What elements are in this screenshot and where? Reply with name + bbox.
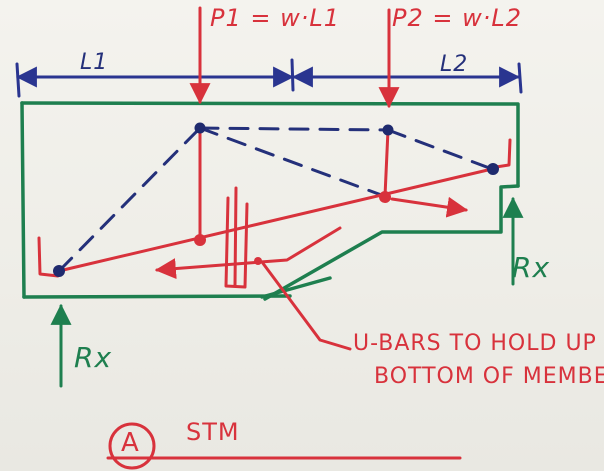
node-tie-left (194, 234, 206, 246)
node-tie-right (379, 191, 391, 203)
u-bar-outline (224, 196, 249, 289)
title-tag-circle (108, 422, 156, 470)
dimension-tick-left (15, 62, 21, 98)
anchor-hook-right (494, 138, 512, 169)
node-right-support (487, 163, 499, 175)
reactions (50, 196, 524, 388)
beam-bottom-stroke (260, 276, 332, 299)
beam-outline-bottom-edge (22, 294, 292, 299)
note-leader-line (260, 260, 352, 351)
node-top-right (382, 124, 394, 136)
strut-mid-diagonal (198, 126, 386, 198)
beam-outline-top-left-right (20, 101, 520, 188)
dimension-label-l1: L1 (80, 50, 109, 75)
node-u-bar (254, 257, 262, 265)
dimension-lines (15, 58, 523, 98)
bottom-tie-left-arrow (154, 226, 342, 280)
beam-notch (263, 184, 520, 301)
diagram-title: STM (186, 418, 240, 446)
load-label-p1: P1 = w·L1 (210, 4, 341, 32)
tension-ties (37, 6, 512, 351)
strut-right-diagonal (386, 128, 494, 171)
anchor-hook-left (37, 236, 60, 278)
top-tie-right-arrow (390, 196, 469, 218)
dimension-label-l2: L2 (440, 52, 469, 77)
node-top-left (194, 122, 206, 134)
note-line-2: BOTTOM OF MEMBER (374, 364, 604, 389)
tie-right-vertical (383, 128, 390, 198)
node-bottom-left-support (53, 265, 65, 277)
dimension-tick-mid (290, 58, 295, 92)
title-marks (106, 422, 462, 470)
note-line-1: U-BARS TO HOLD UP (353, 331, 597, 356)
beam-outline (20, 101, 520, 301)
dimension-tick-right (517, 62, 523, 94)
u-bar-stem (233, 186, 238, 287)
title-tag: A (121, 428, 140, 458)
compression-struts (57, 126, 494, 273)
strut-top-chord (198, 126, 390, 132)
reaction-label-left: Rx (74, 341, 113, 374)
reaction-label-right: Rx (512, 251, 551, 284)
nodes (53, 122, 499, 277)
strut-left-diagonal (57, 126, 202, 273)
beam-outline-left-edge (20, 101, 26, 299)
tie-bottom (57, 167, 494, 273)
load-label-p2: P2 = w·L2 (392, 4, 523, 32)
